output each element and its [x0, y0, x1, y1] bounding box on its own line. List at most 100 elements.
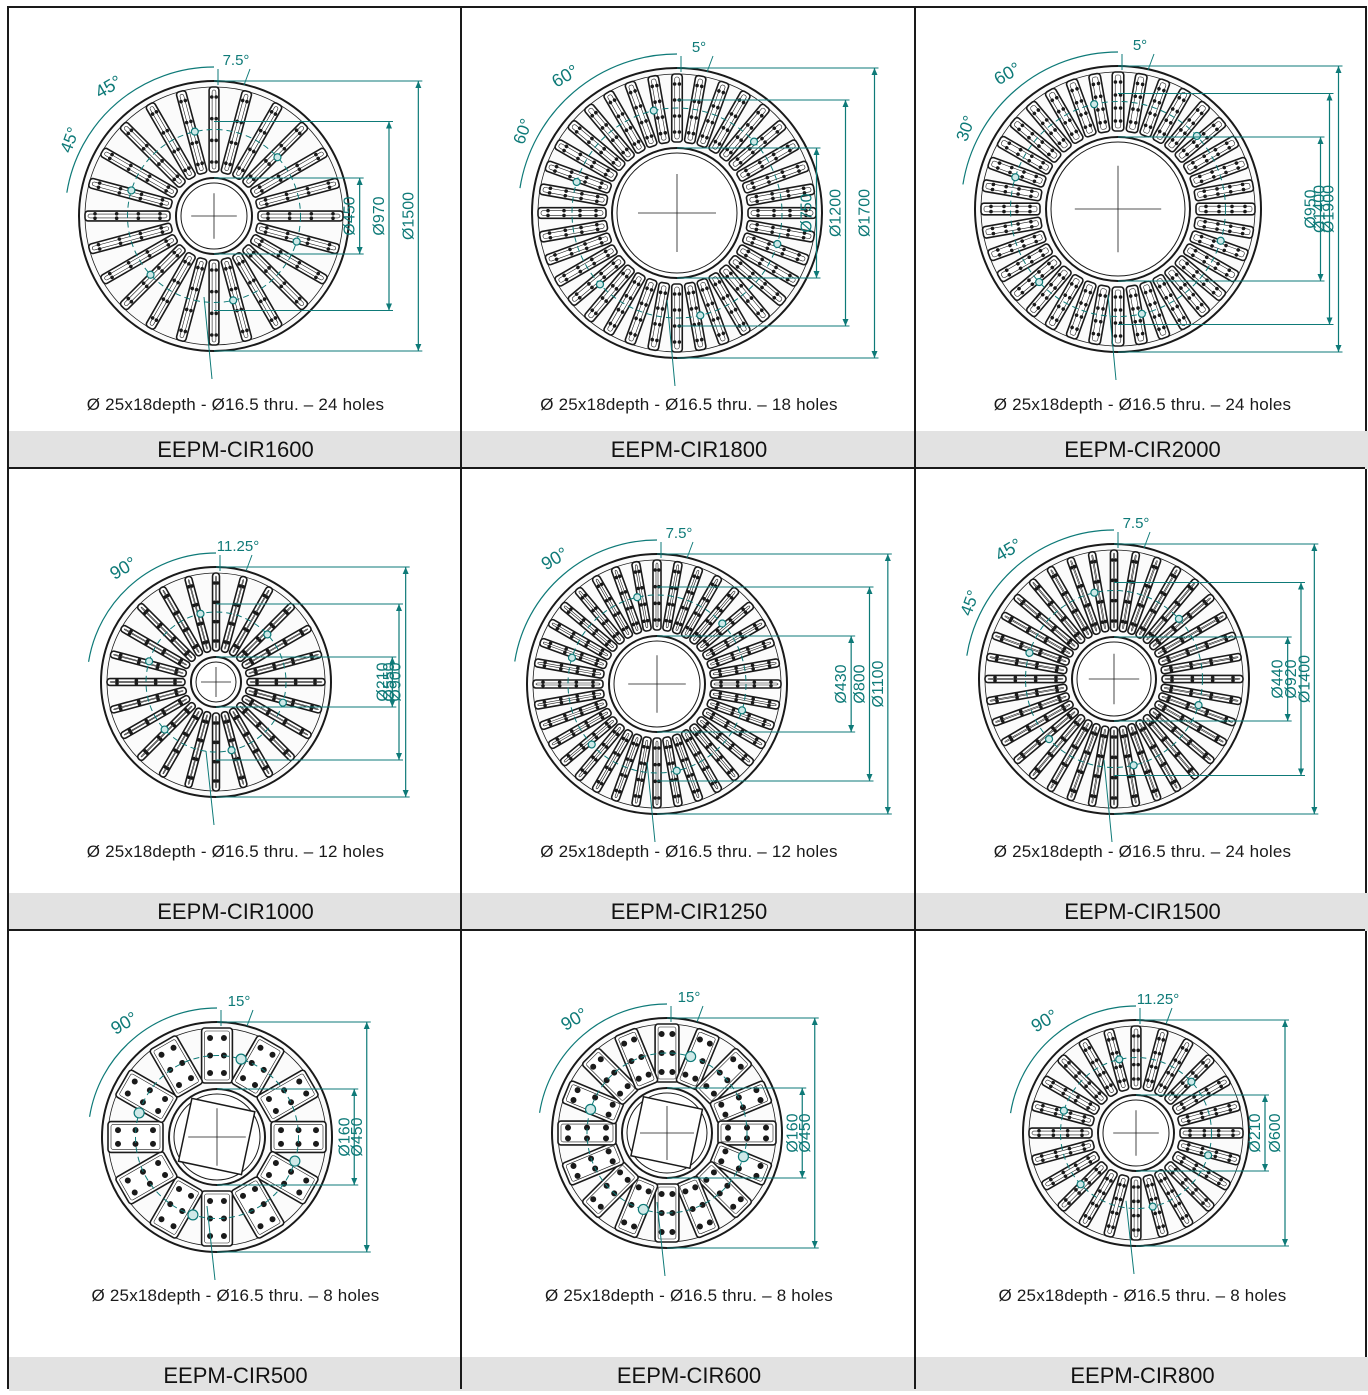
- slot-hole: [1169, 685, 1174, 690]
- slot-hole: [316, 271, 320, 276]
- slot-hole: [697, 322, 701, 326]
- slot-hole: [1206, 1091, 1211, 1096]
- slot-hole: [1179, 128, 1183, 132]
- slot-hole: [672, 130, 677, 134]
- slot-hole: [1131, 1228, 1136, 1232]
- slot-hole: [1091, 82, 1096, 87]
- angle-arc: [1009, 1005, 1137, 1114]
- slot-hole: [580, 652, 584, 657]
- model-label: EEPM-CIR1800: [462, 431, 916, 469]
- slot-hole: [1188, 615, 1193, 619]
- slot-hole: [642, 619, 646, 624]
- slot-hole: [718, 1158, 725, 1165]
- slot-hole: [162, 711, 167, 716]
- slot-hole: [769, 680, 773, 684]
- slot-hole: [200, 266, 204, 271]
- slot-hole: [1170, 307, 1175, 311]
- slot-hole: [1168, 293, 1173, 297]
- slot-hole: [1134, 794, 1139, 798]
- slot-hole: [214, 268, 219, 272]
- slot-hole: [597, 1056, 604, 1063]
- slot-hole: [786, 228, 791, 233]
- slot-hole: [1159, 1179, 1163, 1183]
- slot-hole: [244, 652, 248, 656]
- slot-hole: [657, 796, 661, 800]
- slot-hole: [209, 95, 214, 99]
- slot-hole: [611, 283, 615, 288]
- slot-hole: [144, 718, 149, 723]
- slot-hole: [645, 286, 649, 291]
- slot-hole: [282, 281, 287, 286]
- slot-hole: [1053, 128, 1057, 132]
- slot-hole: [327, 242, 332, 247]
- slot-hole: [559, 663, 564, 668]
- slot-hole: [568, 247, 572, 252]
- slot-hole: [710, 582, 715, 587]
- slot-hole: [607, 639, 611, 644]
- slot-hole: [620, 591, 624, 595]
- slot-hole: [1209, 658, 1213, 663]
- slot-hole: [655, 338, 659, 343]
- slot-hole: [215, 600, 220, 605]
- slot-hole: [173, 748, 177, 753]
- slot-hole: [669, 1031, 676, 1037]
- slot-hole: [1120, 619, 1125, 624]
- slot-hole: [584, 643, 589, 648]
- slot-hole: [621, 1219, 628, 1226]
- slot-hole: [711, 712, 716, 717]
- slot-hole: [678, 741, 683, 746]
- slot-hole: [1020, 175, 1025, 179]
- slot-hole: [554, 257, 559, 262]
- slot-hole: [233, 141, 238, 146]
- slot-hole: [591, 755, 595, 760]
- slot-hole: [802, 191, 807, 195]
- slot-hole: [1154, 788, 1159, 793]
- slot-hole: [577, 126, 582, 131]
- slot-hole: [762, 644, 767, 649]
- slot-hole: [212, 619, 217, 624]
- slot-hole: [1029, 219, 1033, 224]
- slot-hole: [248, 658, 253, 662]
- slot-hole: [541, 680, 545, 684]
- slot-hole: [1067, 1115, 1072, 1120]
- slot-hole: [1083, 125, 1088, 129]
- slot-hole: [1162, 88, 1166, 93]
- slot-hole: [1227, 268, 1232, 273]
- slot-hole: [1076, 631, 1080, 636]
- slot-hole: [1170, 1091, 1175, 1096]
- slot-hole: [150, 1140, 156, 1147]
- slot-hole: [1213, 147, 1218, 152]
- angle-arc: [538, 1003, 668, 1113]
- slot-hole: [192, 714, 196, 719]
- hole-spec-caption: Ø 25x18depth - Ø16.5 thru. – 24 holes: [86, 395, 385, 414]
- slot-hole: [1139, 626, 1144, 630]
- dimension-label: Ø1200: [828, 189, 845, 237]
- slot-hole: [1079, 99, 1084, 103]
- slot-hole: [1185, 648, 1189, 653]
- slot-hole: [212, 581, 217, 585]
- slot-hole: [1164, 118, 1169, 123]
- slot-hole: [1229, 696, 1234, 700]
- slot-hole: [1073, 789, 1077, 794]
- slot-hole: [729, 271, 733, 276]
- slot-hole: [657, 746, 661, 750]
- slot-hole: [717, 333, 721, 337]
- slot-hole: [1098, 1189, 1102, 1193]
- slot-hole: [1038, 651, 1042, 656]
- slot-hole: [658, 290, 663, 295]
- slot-hole: [767, 660, 771, 665]
- slot-hole: [670, 761, 675, 765]
- slot-hole: [543, 703, 547, 708]
- slot-hole: [1198, 629, 1203, 633]
- slot-hole: [1022, 170, 1026, 174]
- slot-hole: [1157, 1036, 1161, 1041]
- slot-hole: [1109, 1083, 1113, 1087]
- slot-hole: [548, 186, 553, 191]
- slot-hole: [1231, 1133, 1235, 1138]
- slot-hole: [176, 280, 180, 285]
- slot-hole: [173, 681, 177, 686]
- slot-hole: [313, 1140, 319, 1147]
- slot-hole: [606, 168, 610, 173]
- slot-hole: [786, 233, 790, 237]
- slot-hole: [555, 737, 560, 742]
